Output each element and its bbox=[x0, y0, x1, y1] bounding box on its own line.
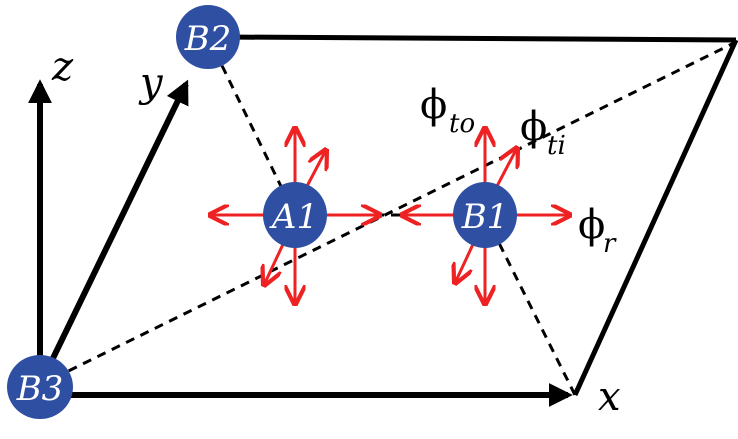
axes bbox=[28, 79, 573, 407]
axis-label-z: z bbox=[51, 44, 74, 90]
y-axis bbox=[37, 79, 189, 387]
cell-edge-right bbox=[572, 38, 738, 397]
atom-a1-circle bbox=[263, 182, 327, 248]
axis-label-x: x bbox=[598, 374, 621, 420]
bond-b1-corner bbox=[483, 214, 577, 396]
mode-label-to: ϕ to bbox=[420, 82, 475, 139]
atom-b2: B2 bbox=[176, 5, 240, 69]
a1-arrow-down-tilt bbox=[264, 239, 287, 285]
mode-r-symbol: ϕ bbox=[578, 202, 605, 248]
atom-a1-label: A1 bbox=[269, 197, 318, 237]
a1-arrow-up-tilt bbox=[303, 150, 326, 191]
atom-b2-label: B2 bbox=[184, 19, 232, 59]
atom-b3: B3 bbox=[7, 355, 73, 419]
a1-displacement-arrows bbox=[210, 128, 380, 304]
mode-label-ti: ϕ ti bbox=[520, 104, 566, 161]
axis-label-y: y bbox=[138, 60, 164, 106]
mode-to-subscript: to bbox=[449, 109, 475, 139]
mode-to-symbol: ϕ bbox=[420, 82, 447, 128]
atom-b2-circle bbox=[176, 5, 240, 69]
unit-cell bbox=[221, 34, 738, 397]
bond-b2-a1 bbox=[206, 36, 297, 216]
b1-displacement-arrows bbox=[402, 128, 570, 304]
bond-b3-b2-corner bbox=[39, 40, 737, 387]
atom-a1: A1 bbox=[263, 182, 327, 248]
b1-arrow-down-tilt bbox=[455, 239, 477, 283]
atom-b3-circle bbox=[7, 355, 73, 419]
mode-label-r: ϕ r bbox=[578, 202, 617, 259]
mode-ti-symbol: ϕ bbox=[520, 104, 547, 150]
bonds bbox=[39, 36, 737, 396]
atom-b3-label: B3 bbox=[16, 369, 64, 409]
mode-ti-subscript: ti bbox=[547, 131, 566, 161]
mode-r-subscript: r bbox=[603, 229, 617, 259]
atom-b1: B1 bbox=[453, 182, 517, 248]
atom-b1-circle bbox=[453, 182, 517, 248]
cell-edge-top bbox=[221, 34, 737, 43]
b1-arrow-up-tilt bbox=[493, 148, 517, 191]
atom-b1-label: B1 bbox=[461, 197, 509, 237]
